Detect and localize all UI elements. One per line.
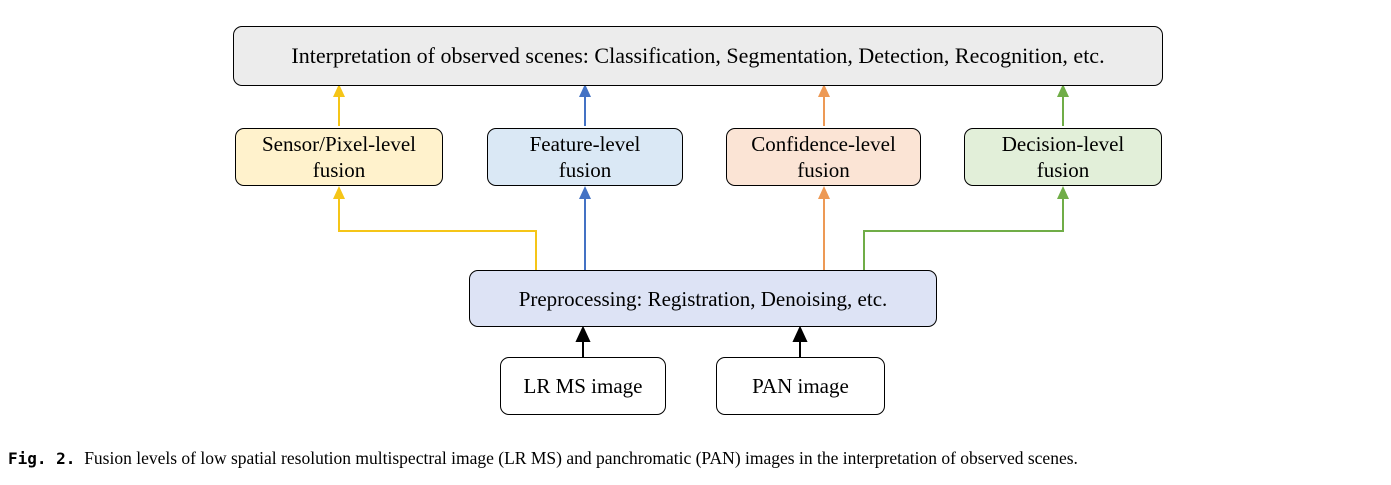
- figure-label: Fig. 2.: [8, 449, 76, 468]
- sensor-level-line1: Sensor/Pixel-level: [262, 132, 416, 156]
- sensor-pixel-level-fusion-box: Sensor/Pixel-level fusion: [235, 128, 443, 186]
- sensor-connector: [338, 92, 537, 270]
- arrowhead-sensor-top: [333, 84, 345, 97]
- interpretation-box: Interpretation of observed scenes: Class…: [233, 26, 1163, 86]
- pan-image-text: PAN image: [752, 374, 849, 398]
- arrowhead-feature-top: [579, 84, 591, 97]
- decision-level-line2: fusion: [1036, 158, 1090, 182]
- arrowhead-pan: [792, 325, 808, 342]
- confidence-level-fusion-box: Confidence-level fusion: [726, 128, 921, 186]
- interpretation-text: Interpretation of observed scenes: Class…: [291, 43, 1105, 68]
- confidence-level-line2: fusion: [797, 158, 850, 182]
- lr-ms-image-text: LR MS image: [523, 374, 643, 398]
- preprocessing-text: Preprocessing: Registration, Denoising, …: [518, 286, 888, 311]
- arrowhead-sensor-mid: [333, 186, 345, 199]
- decision-level-line1: Decision-level: [1001, 132, 1125, 156]
- feature-level-line2: fusion: [558, 158, 612, 182]
- arrowhead-confidence-top: [818, 84, 830, 97]
- figure-caption-text: Fusion levels of low spatial resolution …: [84, 448, 1078, 468]
- pre-to-decision-line: [863, 196, 1064, 270]
- decision-connector: [863, 92, 1064, 270]
- preprocessing-box: Preprocessing: Registration, Denoising, …: [469, 270, 937, 327]
- lr-ms-image-box: LR MS image: [500, 357, 666, 415]
- arrowhead-decision-top: [1057, 84, 1069, 97]
- arrowheads: [333, 84, 1069, 199]
- arrowhead-feature-mid: [579, 186, 591, 199]
- figure-caption: Fig. 2. Fusion levels of low spatial res…: [8, 448, 1384, 469]
- pre-to-sensor-line: [338, 196, 537, 270]
- decision-level-fusion-box: Decision-level fusion: [964, 128, 1162, 186]
- arrowhead-lrms: [575, 325, 591, 342]
- pan-image-box: PAN image: [716, 357, 885, 415]
- arrowhead-decision-mid: [1057, 186, 1069, 199]
- feature-level-fusion-box: Feature-level fusion: [487, 128, 683, 186]
- sensor-level-line2: fusion: [312, 158, 366, 182]
- feature-level-line1: Feature-level: [529, 132, 641, 156]
- arrowhead-confidence-mid: [818, 186, 830, 199]
- confidence-level-line1: Confidence-level: [751, 132, 896, 156]
- input-connectors: [575, 325, 808, 357]
